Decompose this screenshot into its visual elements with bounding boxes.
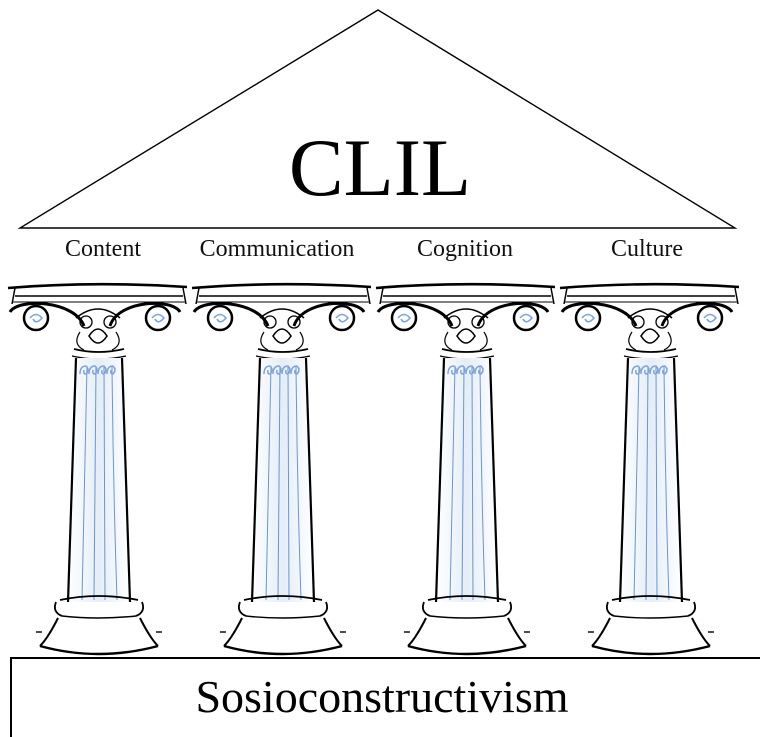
foundation-label: Sosioconstructivism	[195, 671, 569, 722]
pillar-content	[6, 282, 189, 656]
pillar-culture	[558, 282, 741, 656]
pillar-label-culture: Culture	[611, 236, 683, 262]
foundation-box: Sosioconstructivism	[10, 657, 760, 737]
roof-pediment	[17, 9, 738, 229]
pillar-label-content: Content	[65, 236, 141, 262]
roof-title: CLIL	[288, 122, 472, 213]
pillar-communication	[190, 282, 373, 656]
pillar-label-cognition: Cognition	[416, 236, 513, 262]
pillar-label-communication: Communication	[199, 236, 355, 262]
pillar-cognition	[374, 282, 557, 656]
